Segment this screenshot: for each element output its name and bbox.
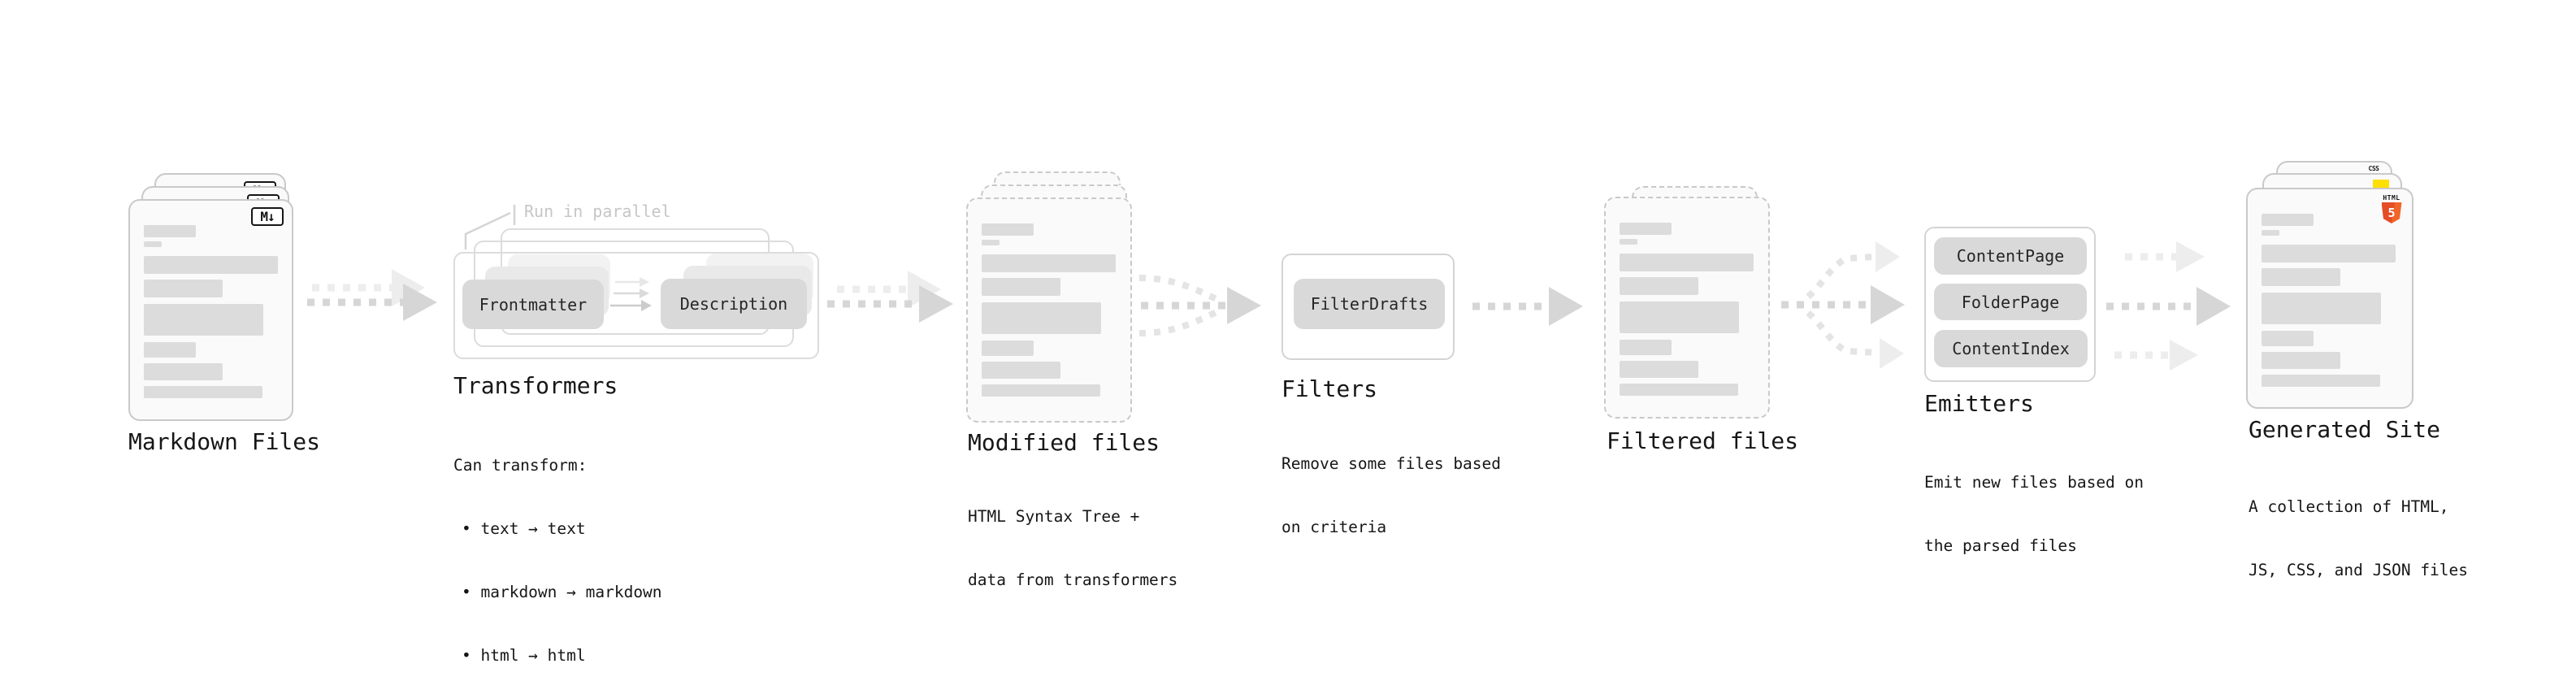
doc-text-bar xyxy=(144,256,278,274)
doc-text-bar xyxy=(982,223,1034,236)
doc-text-bar xyxy=(2262,331,2314,346)
modified-files-details: HTML Syntax Tree + data from transformer… xyxy=(968,464,1177,633)
detail-line: JS, CSS, and JSON files xyxy=(2249,561,2469,579)
detail-line: the parsed files xyxy=(1924,536,2077,555)
detail-line: Can transform: xyxy=(453,456,588,475)
site-file-card-html: HTML 5 xyxy=(2246,188,2413,409)
doc-text-bar xyxy=(1620,277,1698,295)
detail-line: Emit new files based on xyxy=(1924,473,2144,492)
doc-text-bar xyxy=(2262,214,2314,226)
doc-text-bar xyxy=(1620,254,1754,271)
doc-text-bar xyxy=(2262,245,2396,262)
flow-arrow-modified-to-filters xyxy=(1138,275,1261,336)
doc-text-bar xyxy=(1620,361,1698,378)
markdown-files-caption: Markdown Files xyxy=(128,428,321,455)
flow-arrow-markdown-to-transformers xyxy=(307,269,437,321)
doc-text-bar xyxy=(1620,384,1738,396)
detail-line: A collection of HTML, xyxy=(2249,497,2449,516)
html5-icon: HTML 5 xyxy=(2381,194,2402,223)
doc-text-bar xyxy=(982,302,1101,334)
transformer-step-arrows xyxy=(610,277,652,311)
generated-site-details: A collection of HTML, JS, CSS, and JSON … xyxy=(2249,454,2468,623)
doc-text-bar xyxy=(144,280,223,297)
filtered-file-card-front xyxy=(1604,197,1770,419)
doc-text-bar xyxy=(982,240,1000,245)
detail-line: HTML Syntax Tree + xyxy=(968,507,1140,526)
flow-arrow-emitters-to-site xyxy=(2106,241,2231,371)
folder-page-chip: FolderPage xyxy=(1934,284,2087,320)
emitters-details: Emit new files based on the parsed files xyxy=(1924,430,2144,599)
doc-text-bar xyxy=(982,278,1060,296)
run-in-parallel-leader-line xyxy=(464,205,516,249)
doc-text-bar xyxy=(2262,268,2340,286)
doc-text-bar xyxy=(1620,301,1739,333)
detail-line: data from transformers xyxy=(968,570,1178,589)
filters-details: Remove some files based on criteria xyxy=(1281,411,1501,580)
doc-text-bar xyxy=(144,225,196,237)
doc-text-bar xyxy=(1620,239,1637,245)
transformers-details: Can transform: • text → text • markdown … xyxy=(453,413,662,681)
doc-text-bar xyxy=(2262,352,2340,369)
doc-text-bar xyxy=(982,340,1034,356)
doc-text-bar xyxy=(144,386,262,398)
transformer-frame-front xyxy=(453,252,819,359)
flow-arrow-filtered-to-emitters xyxy=(1781,241,1905,369)
modified-files-caption: Modified files xyxy=(968,429,1160,456)
filter-drafts-chip: FilterDrafts xyxy=(1294,279,1445,329)
description-chip: Description xyxy=(661,279,807,329)
doc-text-bar xyxy=(982,362,1060,379)
doc-text-bar xyxy=(1620,340,1672,355)
flow-arrow-transformers-to-modified xyxy=(827,271,953,323)
markdown-file-card-front: M↓ xyxy=(128,199,293,421)
transformers-caption: Transformers xyxy=(453,372,618,399)
doc-text-bar xyxy=(144,363,223,380)
markdown-icon: M↓ xyxy=(251,207,284,226)
doc-text-bar xyxy=(144,304,263,336)
content-index-chip: ContentIndex xyxy=(1934,330,2088,367)
content-page-chip: ContentPage xyxy=(1934,237,2087,275)
doc-text-bar xyxy=(144,241,162,247)
flow-arrow-filters-to-filtered xyxy=(1472,287,1583,326)
emitters-caption: Emitters xyxy=(1924,390,2034,417)
filtered-files-caption: Filtered files xyxy=(1607,427,1799,454)
frontmatter-chip: Frontmatter xyxy=(462,280,604,329)
js-icon xyxy=(2373,180,2389,190)
detail-line: on criteria xyxy=(1281,518,1387,536)
doc-text-bar xyxy=(982,384,1100,397)
doc-text-bar xyxy=(2262,230,2279,236)
generated-site-caption: Generated Site xyxy=(2249,416,2441,443)
detail-line: • html → html xyxy=(462,646,586,665)
modified-file-card-front xyxy=(966,197,1132,423)
doc-text-bar xyxy=(982,254,1116,272)
detail-line: • text → text xyxy=(462,519,586,538)
doc-text-bar xyxy=(2262,375,2380,387)
doc-text-bar xyxy=(1620,223,1672,235)
doc-text-bar xyxy=(144,342,196,358)
filters-caption: Filters xyxy=(1281,375,1378,402)
doc-text-bar xyxy=(2262,293,2381,324)
detail-line: • markdown → markdown xyxy=(462,583,662,601)
detail-line: Remove some files based xyxy=(1281,454,1502,473)
run-in-parallel-note: Run in parallel xyxy=(524,202,671,221)
